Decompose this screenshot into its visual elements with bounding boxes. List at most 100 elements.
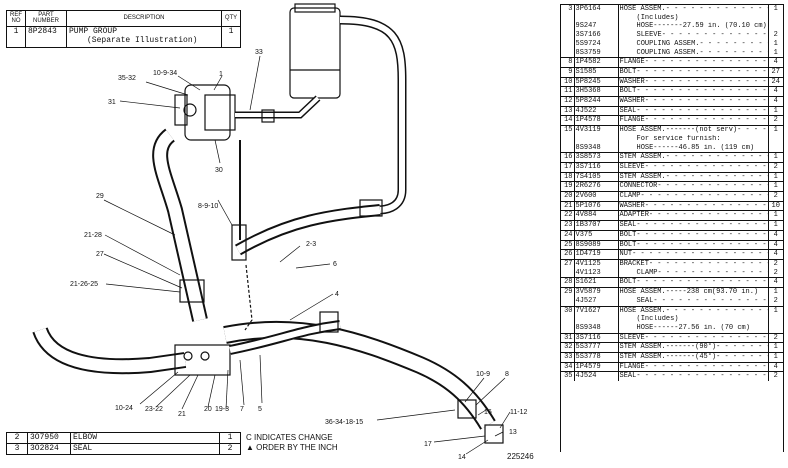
parts-ref: 33	[561, 352, 575, 363]
dot-leader: - - - - - - - - - - - - - - - - - - - - …	[665, 172, 767, 181]
parts-number: 5S9724	[574, 39, 619, 49]
callout-label: 10-24	[115, 405, 133, 412]
parts-qty: 1	[768, 3, 783, 14]
parts-description: BOLT- - - - - - - - - - - - - - - - - - …	[618, 277, 769, 288]
dot-leader: - - - - - - - - - - - - - - - - - - - - …	[636, 106, 767, 115]
parts-qty: 2	[768, 332, 783, 343]
parts-qty: 1	[768, 352, 783, 363]
dot-leader: - - - - - - - - - - - - - - - - - - - - …	[716, 343, 767, 352]
parts-description-text: HOSE ASSEM.	[619, 5, 666, 13]
legend-change: C INDICATES CHANGE	[246, 433, 333, 442]
parts-ref: 24	[561, 229, 575, 241]
parts-description-text: HOSE------46.85 in. (119 cm)	[636, 143, 755, 152]
parts-number: 7V1627	[574, 305, 619, 316]
bottom-table-ref: 3	[6, 443, 28, 455]
parts-number: 3S7116	[574, 332, 619, 343]
dot-leader: - - - - - - - - - - - - - - - - - - - - …	[657, 268, 767, 277]
parts-number: 5P1076	[574, 200, 619, 211]
parts-description: BRACKET- - - - - - - - - - - - - - - - -…	[618, 258, 769, 269]
callout-label: 1	[219, 71, 223, 78]
parts-number: S1621	[574, 277, 619, 288]
callout-label: 27	[96, 251, 104, 258]
parts-ref: 13	[561, 105, 575, 116]
dot-leader: - - - - - - - - - - - - - - - - - - - - …	[699, 39, 767, 48]
callout-label: 17	[424, 441, 432, 448]
parts-qty: 4	[768, 57, 783, 68]
parts-number: 4V884	[574, 210, 619, 221]
parts-description-text: STEM ASSEM.	[619, 153, 666, 162]
parts-description: SEAL- - - - - - - - - - - - - - - - - - …	[618, 371, 769, 382]
parts-description-text: CLAMP	[636, 268, 658, 277]
parts-qty: 24	[768, 76, 783, 87]
callout-label: 19-3	[215, 406, 229, 413]
parts-number: 5S3777	[574, 342, 619, 353]
dot-leader: - - - - - - - - - - - - - - - - - - - - …	[636, 221, 767, 230]
parts-ref: 19	[561, 181, 575, 192]
parts-ref: 27	[561, 258, 575, 269]
parts-qty: 1	[773, 48, 778, 57]
parts-description-text: STEM ASSEM.-------(45°)	[619, 353, 717, 362]
dot-leader: - - - - - - - - - - - - - - - - - - - - …	[636, 230, 767, 239]
parts-qty: 4	[768, 86, 783, 97]
pump-body	[184, 84, 231, 141]
parts-description: HOSE ASSEM.- - - - - - - - - - - - - - -…	[618, 3, 769, 14]
parts-ref	[561, 268, 575, 278]
dot-leader: - - - - - - - - - - - - - - - - - - - - …	[636, 240, 767, 249]
callout-label: 14	[458, 454, 466, 461]
dot-leader: - - - - - - - - - - - - - - - - - - - - …	[644, 333, 767, 342]
parts-description-text: WASHER	[619, 77, 645, 86]
callout-label: 8-9-10	[198, 203, 218, 210]
parts-number	[574, 134, 619, 144]
parts-ref	[561, 143, 575, 153]
dot-leader: - - - - - - - - - - - - - - - - - - - - …	[657, 182, 767, 191]
parts-qty: 2	[773, 31, 778, 40]
parts-number: 3S7166	[574, 31, 619, 40]
parts-ref: 16	[561, 152, 575, 163]
parts-description: HOSE------46.85 in. (119 cm)	[618, 143, 769, 153]
parts-description-text: FLANGE	[619, 116, 645, 125]
parts-qty: 4	[768, 249, 783, 260]
parts-ref: 34	[561, 361, 575, 372]
dot-leader: - - - - - - - - - - - - - - - - - - - - …	[665, 306, 767, 315]
hose-vertical-right	[339, 15, 407, 215]
parts-number: 3H5368	[574, 86, 619, 97]
parts-ref	[561, 134, 575, 144]
parts-qty: 2	[773, 268, 778, 277]
dot-leader: - - - - - - - - - - - - - - - - - - - - …	[699, 48, 767, 57]
dot-leader: - - - - - - - - - - - - - - - - - - - - …	[648, 211, 767, 220]
parts-qty: 2	[768, 115, 783, 126]
parts-number: 1P4578	[574, 115, 619, 126]
parts-qty	[768, 14, 783, 23]
parts-description: WASHER- - - - - - - - - - - - - - - - - …	[618, 76, 769, 87]
parts-number: 3V5879	[574, 287, 619, 297]
parts-number: V375	[574, 229, 619, 241]
header-parts-table: REF NO PART NUMBER DESCRIPTION QTY 1 8P2…	[6, 10, 241, 48]
callout-label: 2-3	[306, 241, 316, 248]
row-desc: PUMP GROUP (Separate Illustration)	[66, 25, 222, 48]
parts-number: 4J522	[574, 105, 619, 116]
parts-number: 1P4582	[574, 57, 619, 68]
parts-ref: 15	[561, 125, 575, 135]
parts-ref: 12	[561, 96, 575, 107]
parts-description: COUPLING ASSEM.- - - - - - - - - - - - -…	[618, 39, 769, 49]
parts-number: 8S9348	[574, 323, 619, 334]
hydraulic-lines-illustration: 35-3210-9-3431133308-9-102921-282721-26-…	[32, 3, 527, 461]
parts-ref: 28	[561, 277, 575, 288]
